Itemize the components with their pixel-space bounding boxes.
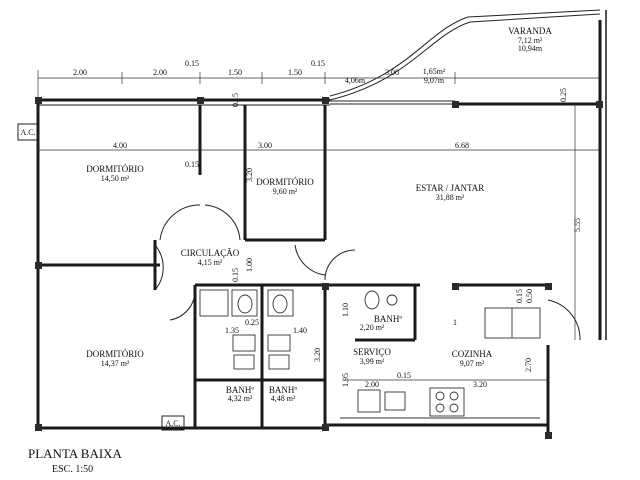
- svg-text:3.00: 3.00: [385, 68, 399, 77]
- room-label-circulacao: CIRCULAÇÃO 4,15 m²: [181, 248, 240, 267]
- svg-text:9,07 m²: 9,07 m²: [460, 359, 485, 368]
- svg-text:3.20: 3.20: [245, 168, 254, 182]
- svg-text:14,37 m²: 14,37 m²: [101, 359, 130, 368]
- svg-text:0.25: 0.25: [245, 318, 259, 327]
- svg-text:DORMITÓRIO: DORMITÓRIO: [256, 177, 314, 187]
- dimension-text-bottom: 1.95 2.00 0.15 3.20 1: [341, 318, 487, 389]
- svg-text:7,12 m²: 7,12 m²: [518, 36, 543, 45]
- room-label-dormitorio-3: DORMITÓRIO 14,37 m²: [86, 349, 144, 368]
- svg-text:2,20 m²: 2,20 m²: [360, 323, 385, 332]
- ac-marker-left: A.C.: [17, 123, 39, 141]
- svg-text:3.00: 3.00: [258, 141, 272, 150]
- dimension-text-mid: 0.15 3.20 0.15 1.00 1.10: [231, 93, 350, 317]
- svg-text:0.15: 0.15: [311, 59, 325, 68]
- svg-text:1,65m²: 1,65m²: [423, 67, 446, 76]
- room-label-small-area: 1,65m² 9,07m: [423, 67, 446, 85]
- dimension-lines: [37, 70, 600, 381]
- room-label-banho-1: BANHº 4,32 m²: [226, 385, 255, 403]
- svg-text:1.40: 1.40: [293, 326, 307, 335]
- room-label-dormitorio-2: DORMITÓRIO 9,60 m²: [256, 177, 314, 196]
- exterior-walls: [36, 10, 607, 438]
- svg-text:1.50: 1.50: [288, 68, 302, 77]
- svg-text:1.00: 1.00: [245, 258, 254, 272]
- svg-text:5.55: 5.55: [573, 218, 582, 232]
- room-label-banho-servico: BANHº 2,20 m²: [360, 314, 403, 332]
- svg-text:0.15: 0.15: [185, 160, 199, 169]
- svg-text:BANHº: BANHº: [269, 385, 298, 395]
- svg-text:1.50: 1.50: [228, 68, 242, 77]
- svg-text:0.25: 0.25: [559, 88, 568, 102]
- svg-text:BANHº: BANHº: [226, 385, 255, 395]
- svg-text:1.35: 1.35: [225, 326, 239, 335]
- svg-text:BANHº: BANHº: [374, 314, 403, 324]
- svg-text:9,07m: 9,07m: [424, 76, 445, 85]
- interior-walls: [38, 105, 548, 428]
- svg-text:6.68: 6.68: [455, 141, 469, 150]
- dimension-text-top: 2.00 2.00 0.15 1.50 1.50 0.15 4,06m 3.00: [73, 59, 399, 85]
- room-label-cozinha: COZINHA 9,07 m²: [452, 349, 493, 368]
- plan-title: PLANTA BAIXA: [28, 446, 123, 461]
- svg-text:VARANDA: VARANDA: [508, 26, 552, 36]
- ac-marker-bottom: A.C.: [161, 415, 185, 431]
- svg-text:2.00: 2.00: [365, 380, 379, 389]
- svg-text:1.10: 1.10: [341, 303, 350, 317]
- columns: [35, 97, 603, 439]
- svg-text:0.15: 0.15: [515, 289, 524, 303]
- veranda-railing: [329, 9, 601, 105]
- svg-text:DORMITÓRIO: DORMITÓRIO: [86, 349, 144, 359]
- svg-text:1.95: 1.95: [341, 373, 350, 387]
- room-label-banho-2: BANHº 4,48 m²: [269, 385, 298, 403]
- svg-text:4,48 m²: 4,48 m²: [271, 394, 296, 403]
- svg-text:14,50 m²: 14,50 m²: [101, 174, 130, 183]
- svg-text:0.15: 0.15: [397, 371, 411, 380]
- svg-text:31,88 m²: 31,88 m²: [436, 193, 465, 202]
- svg-text:A.C.: A.C.: [20, 128, 35, 137]
- svg-text:9,60 m²: 9,60 m²: [273, 187, 298, 196]
- svg-text:2.00: 2.00: [73, 68, 87, 77]
- room-label-dormitorio-1: DORMITÓRIO 14,50 m²: [86, 164, 144, 183]
- plan-scale: ESC. 1:50: [52, 464, 93, 475]
- svg-text:4.00: 4.00: [113, 141, 127, 150]
- svg-text:3.20: 3.20: [473, 380, 487, 389]
- svg-text:CIRCULAÇÃO: CIRCULAÇÃO: [181, 248, 240, 258]
- svg-text:0.15: 0.15: [231, 93, 240, 107]
- room-label-varanda: VARANDA 7,12 m² 10,94m: [508, 26, 552, 53]
- svg-text:2.70: 2.70: [524, 358, 533, 372]
- svg-text:DORMITÓRIO: DORMITÓRIO: [86, 164, 144, 174]
- svg-text:3,99 m²: 3,99 m²: [360, 357, 385, 366]
- svg-text:4,32 m²: 4,32 m²: [228, 394, 253, 403]
- room-label-servico: SERVIÇO 3,99 m²: [353, 347, 391, 366]
- fixtures: [199, 289, 541, 419]
- svg-text:0.15: 0.15: [185, 59, 199, 68]
- svg-text:0.15: 0.15: [231, 268, 240, 282]
- svg-text:SERVIÇO: SERVIÇO: [353, 347, 391, 357]
- svg-text:3.20: 3.20: [313, 348, 322, 362]
- svg-text:ESTAR / JANTAR: ESTAR / JANTAR: [416, 183, 485, 193]
- dimension-text-right: 0.25 5.55 0.15 0.50 2.70: [515, 88, 582, 372]
- svg-text:4,15 m²: 4,15 m²: [198, 258, 223, 267]
- svg-text:0.50: 0.50: [525, 289, 534, 303]
- room-label-estar-jantar: ESTAR / JANTAR 31,88 m²: [416, 183, 485, 202]
- svg-text:10,94m: 10,94m: [518, 44, 543, 53]
- svg-text:A.C.: A.C.: [165, 419, 180, 428]
- svg-text:1: 1: [453, 318, 457, 327]
- dimension-text-row2: 4.00 3.00 6.68 0.15: [113, 141, 469, 169]
- svg-text:COZINHA: COZINHA: [452, 349, 493, 359]
- door-swings: [154, 204, 581, 341]
- svg-text:4,06m: 4,06m: [345, 76, 366, 85]
- svg-text:2.00: 2.00: [153, 68, 167, 77]
- dimension-text-baths: 1.35 0.25 1.40 3.20: [225, 318, 322, 362]
